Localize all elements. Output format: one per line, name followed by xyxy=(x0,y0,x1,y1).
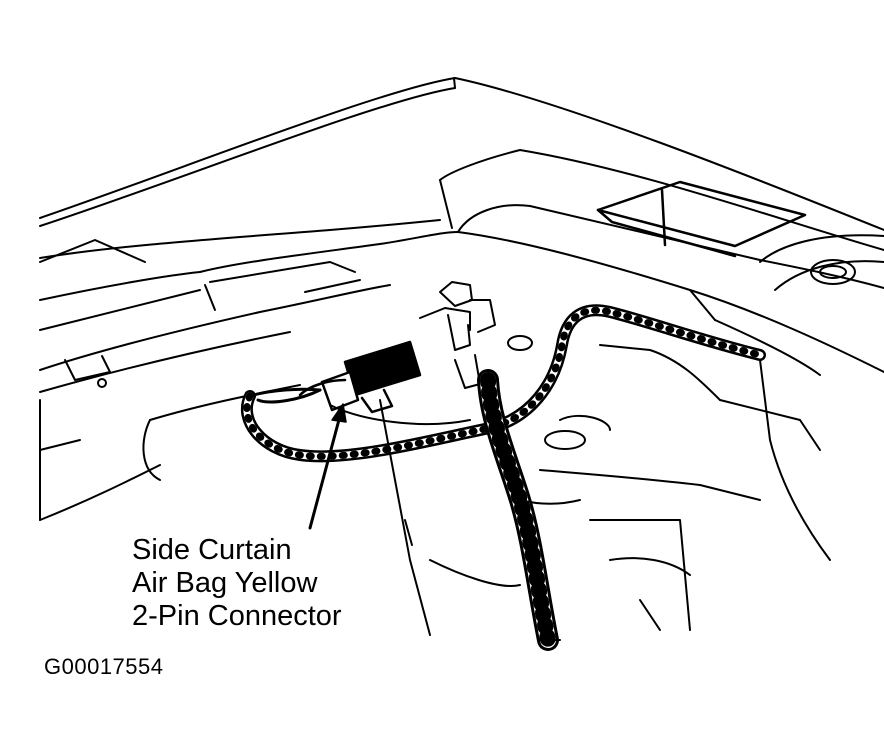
connector-clips xyxy=(419,281,533,389)
floor-structure xyxy=(379,344,831,636)
yellow-connector xyxy=(298,340,422,414)
right-side-panel xyxy=(759,234,884,291)
callout-leader xyxy=(308,403,347,530)
roof-header-rail xyxy=(199,149,884,376)
callout-line-1: Side Curtain xyxy=(132,534,292,566)
pillar-trim xyxy=(39,261,391,521)
connector-callout-label: Side Curtain Air Bag Yellow 2-Pin Connec… xyxy=(132,534,342,633)
callout-line-3: 2-Pin Connector xyxy=(132,600,342,632)
roof-panel xyxy=(39,77,884,331)
figure-id: G00017554 xyxy=(44,654,164,679)
roof-opening xyxy=(596,180,807,258)
callout-line-2: Air Bag Yellow xyxy=(132,567,318,599)
